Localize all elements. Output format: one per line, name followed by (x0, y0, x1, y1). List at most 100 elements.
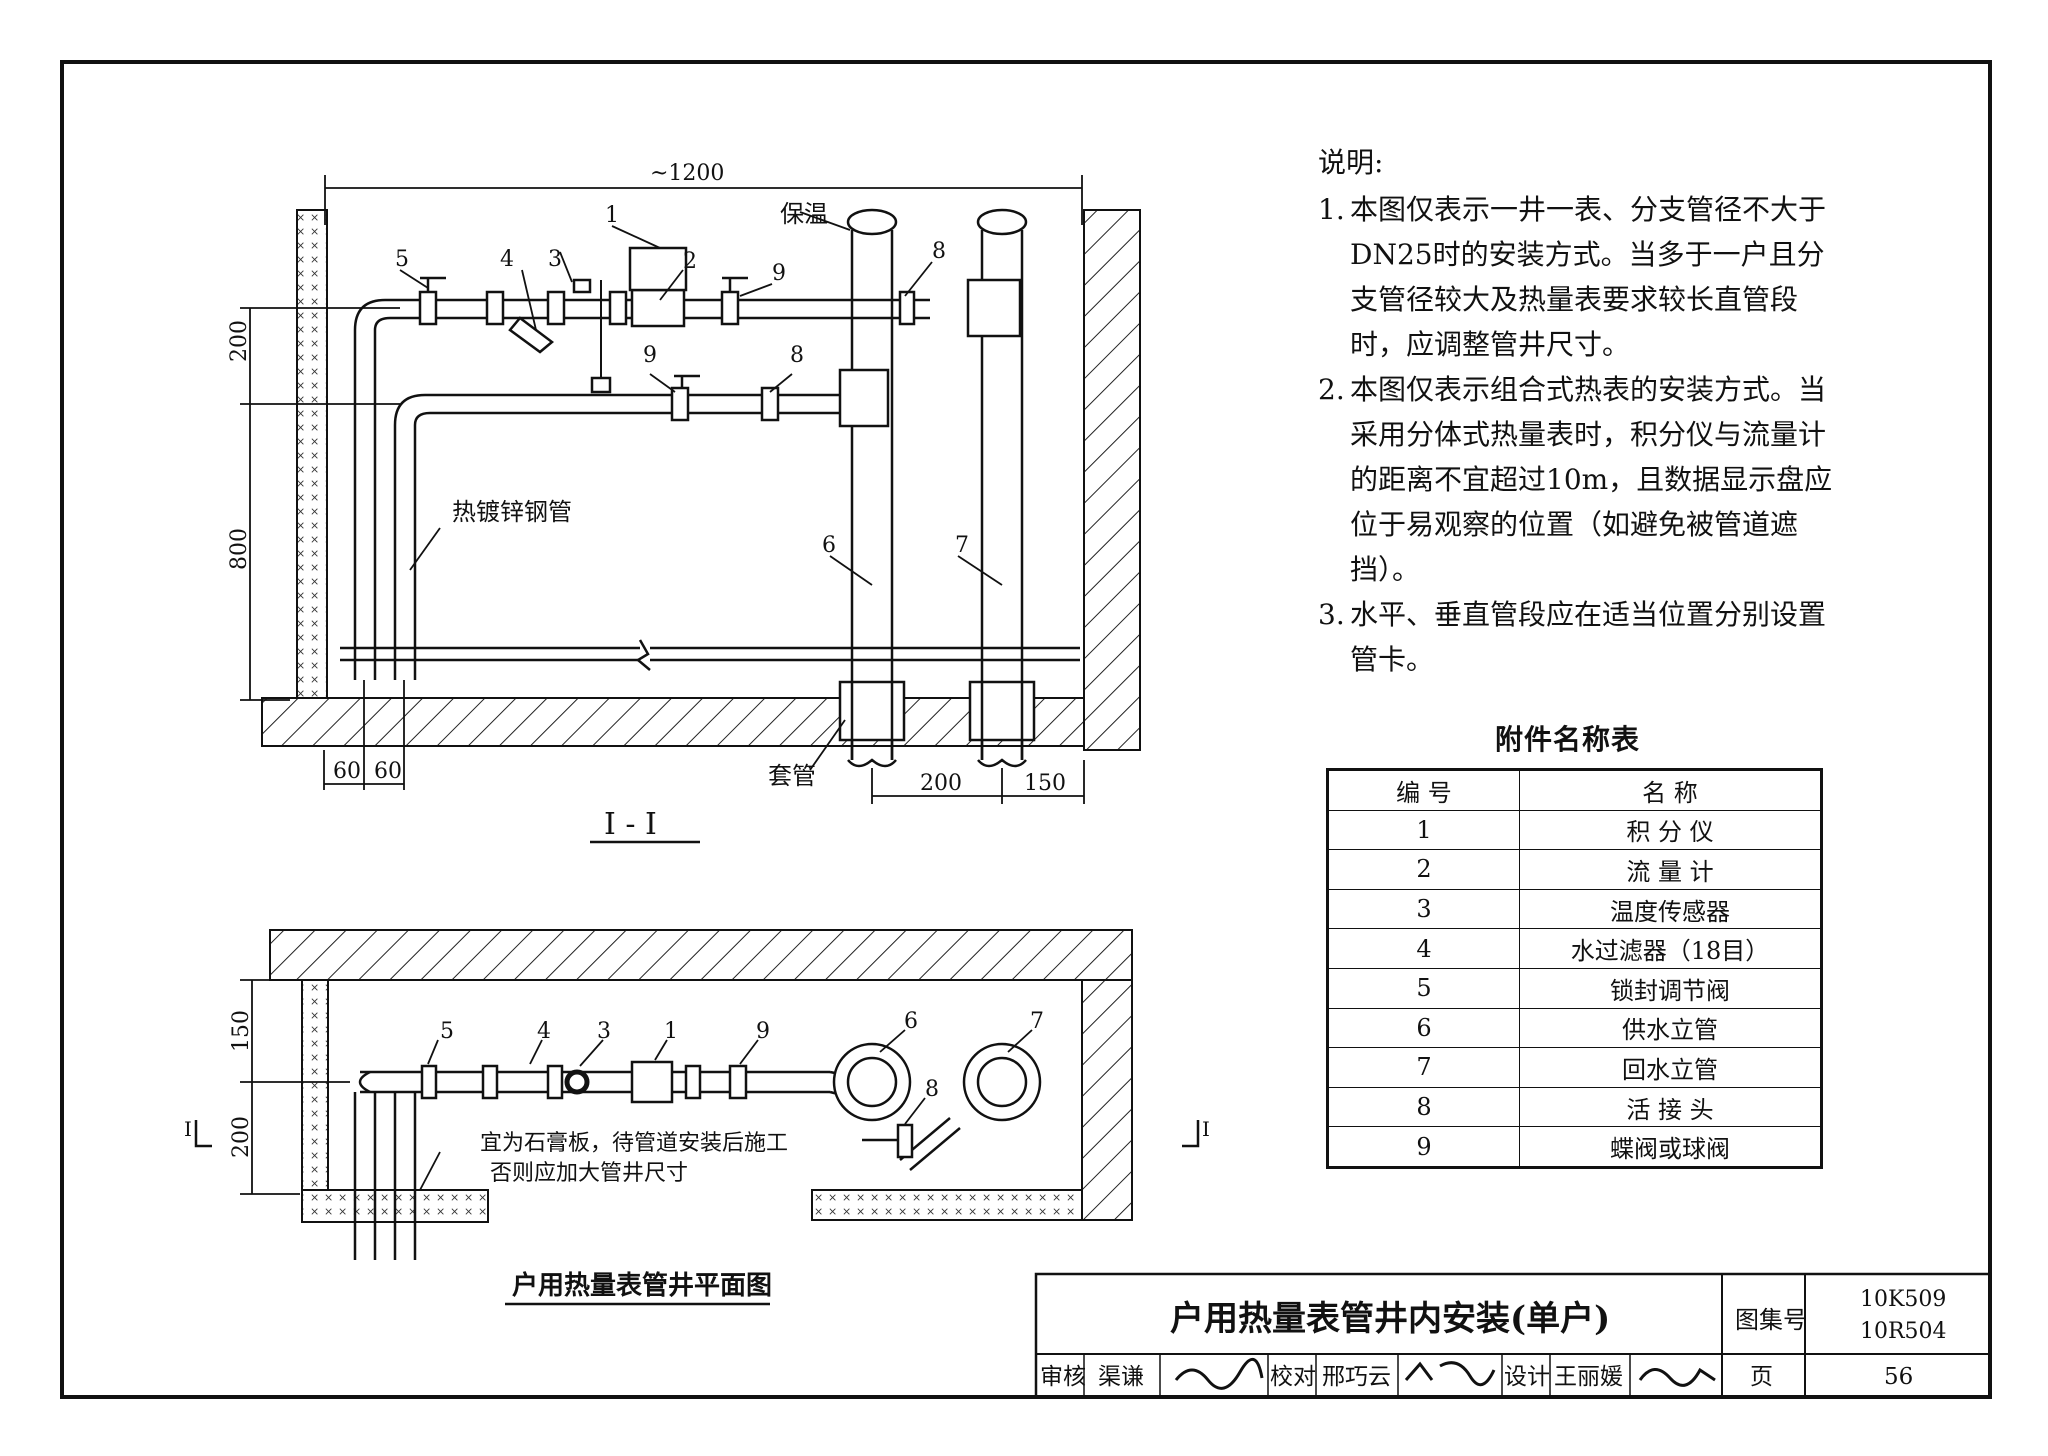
note-number: 3. (1318, 598, 1345, 631)
plan-title: 户用热量表管井平面图 (512, 1270, 772, 1301)
part-name: 流 量 计 (1519, 849, 1822, 890)
part-number: 7 (1327, 1047, 1520, 1088)
part-name: 积 分 仪 (1519, 809, 1822, 851)
dim-60-right: 60 (374, 759, 402, 784)
review-label: 审核 (1040, 1364, 1086, 1390)
section-view: ~1200 200 800 60 60 200 150 1 2 3 4 5 (227, 161, 1141, 844)
plan-callout-4: 4 (537, 1019, 551, 1044)
label-sleeve: 套管 (768, 762, 816, 790)
plan-callout-6: 6 (904, 1009, 918, 1034)
section-leaders (399, 211, 1003, 771)
plan-callout-3: 3 (597, 1019, 611, 1044)
callout-1: 1 (605, 203, 619, 228)
part-number: 5 (1327, 967, 1520, 1009)
callout-7: 7 (955, 533, 969, 558)
dim-200-vertical: 200 (227, 320, 252, 362)
callout-9-upper: 9 (772, 261, 786, 286)
right-wall (1083, 209, 1141, 751)
note-text: 本图仅表示组合式热表的安装方式。当采用分体式热量表时，积分仪与流量计的距离不宜超… (1350, 373, 1833, 586)
supply-tee (838, 368, 890, 428)
plan-dimensions (240, 979, 350, 1195)
plan-return-riser (976, 1056, 1028, 1108)
dim-60-left: 60 (333, 759, 361, 784)
designer-signature (1638, 1367, 1716, 1387)
callout-4: 4 (500, 247, 514, 272)
plan-note-line1: 宜为石膏板，待管道安装后施工 (480, 1131, 788, 1156)
note-item-3: 3. 水平、垂直管段应在适当位置分别设置管卡。 (1318, 592, 1838, 682)
part-name: 锁封调节阀 (1519, 967, 1822, 1009)
callout-6: 6 (822, 533, 836, 558)
notes-block: 说明: 1. 本图仅表示一井一表、分支管径不大于DN25时的安装方式。当多于一户… (1318, 140, 1838, 682)
header-number: 编 号 (1327, 769, 1520, 811)
drawing-title: 户用热量表管井内安装(单户) (1170, 1299, 1610, 1339)
lower-branch-pipe (393, 393, 850, 680)
plan-fittings (420, 1060, 914, 1159)
checker-name: 邢巧云 (1322, 1364, 1391, 1390)
plan-note-line2: 否则应加大管井尺寸 (490, 1161, 688, 1186)
plan-top-wall (269, 929, 1133, 981)
note-text: 本图仅表示一井一表、分支管径不大于DN25时的安装方式。当多于一户且分支管径较大… (1350, 193, 1827, 361)
parts-table-caption: 附件名称表 (1495, 723, 1641, 756)
plan-temp-sensor (564, 1069, 590, 1095)
note-number: 1. (1318, 193, 1345, 226)
callout-3: 3 (548, 247, 562, 272)
plan-callout-5: 5 (440, 1019, 454, 1044)
floor-slab (261, 697, 1085, 747)
part-number: 6 (1327, 1007, 1520, 1049)
part-number: 9 (1327, 1126, 1520, 1168)
page-label: 页 (1750, 1364, 1773, 1390)
header-name: 名 称 (1519, 769, 1822, 811)
section-marks (194, 1120, 1200, 1148)
foreground-pipe (340, 639, 1080, 671)
note-text: 水平、垂直管段应在适当位置分别设置管卡。 (1350, 598, 1827, 676)
dim-800-vertical: 800 (227, 528, 252, 570)
section-mark-left: I (184, 1117, 192, 1141)
left-gypsum-wall (296, 209, 328, 699)
plan-right-wall (1081, 979, 1133, 1221)
note-item-2: 2. 本图仅表示组合式热表的安装方式。当采用分体式热量表时，积分仪与流量计的距离… (1318, 367, 1838, 592)
valve-handles (420, 276, 748, 390)
dim-200-bottom: 200 (920, 771, 962, 796)
plan-dim-200: 200 (229, 1116, 254, 1158)
part-name: 供水立管 (1519, 1007, 1822, 1049)
part-number: 4 (1327, 928, 1520, 969)
designer-name: 王丽媛 (1554, 1364, 1623, 1390)
part-number: 2 (1327, 849, 1520, 890)
plan-left-gypsum (301, 979, 329, 1191)
part-number: 1 (1327, 809, 1520, 851)
part-name: 活 接 头 (1519, 1086, 1822, 1128)
section-dimensions (240, 175, 1085, 804)
plan-leaders (419, 1029, 1033, 1191)
checker-signature (1404, 1361, 1496, 1387)
return-tee (966, 278, 1022, 338)
dim-150-bottom: 150 (1024, 771, 1066, 796)
supply-sleeve (838, 680, 906, 742)
reviewer-signature (1174, 1358, 1264, 1390)
callout-9-lower: 9 (643, 343, 657, 368)
check-label: 校对 (1270, 1364, 1316, 1390)
plan-view: 150 200 5 4 3 1 9 6 7 8 宜为石膏板，待管道安装后施工 否… (184, 929, 1210, 1306)
plan-pipe (353, 1070, 961, 1260)
plan-callout-7: 7 (1030, 1009, 1044, 1034)
notes-title: 说明: (1318, 146, 1384, 179)
page-number: 56 (1884, 1364, 1913, 1390)
title-block (1034, 1272, 1992, 1399)
return-sleeve (968, 680, 1036, 742)
callout-2: 2 (683, 249, 697, 274)
section-title: I - I (604, 807, 657, 842)
note-number: 2. (1318, 373, 1345, 406)
callout-8-lower: 8 (790, 343, 804, 368)
reviewer-name: 渠谦 (1098, 1364, 1144, 1390)
part-number: 8 (1327, 1086, 1520, 1128)
plan-callout-8: 8 (925, 1077, 939, 1102)
atlas-number-1: 10K509 (1860, 1287, 1946, 1312)
